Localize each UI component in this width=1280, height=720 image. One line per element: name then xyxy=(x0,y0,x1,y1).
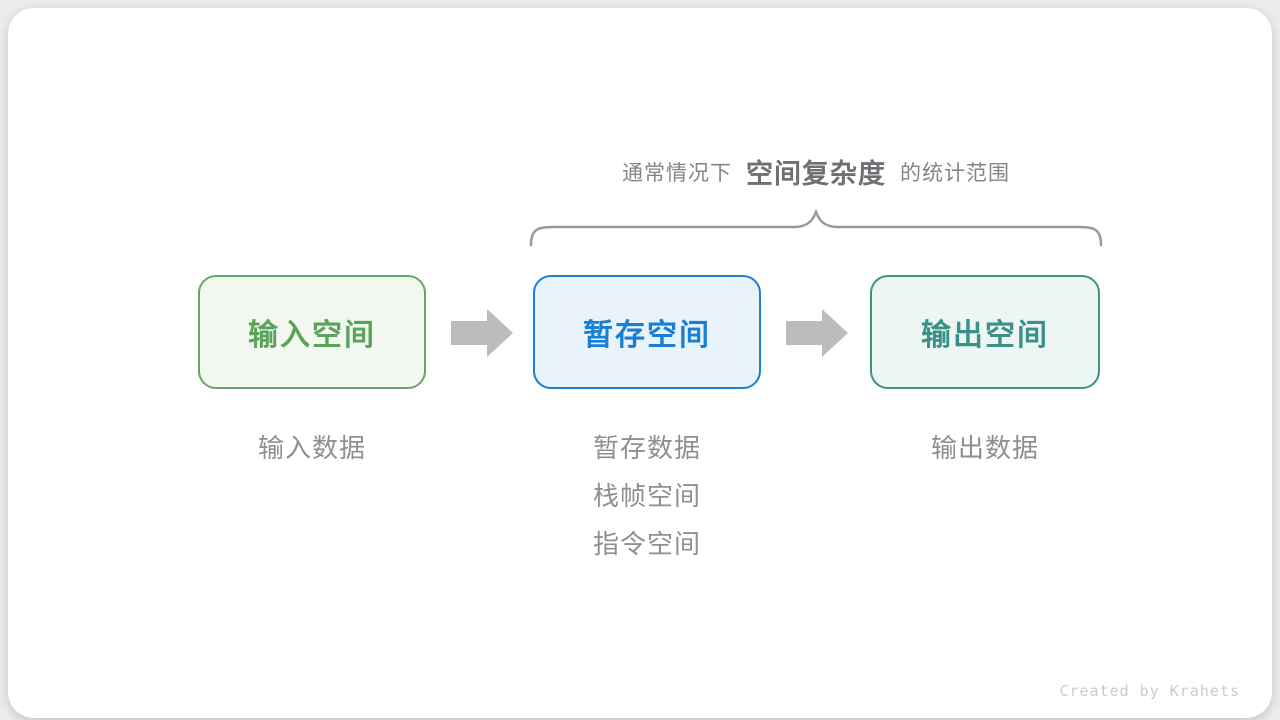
curly-brace-icon xyxy=(529,209,1103,247)
box-input-space: 输入空间 xyxy=(198,275,426,389)
caption-line: 指令空间 xyxy=(592,529,701,559)
credit-text: Created by Krahets xyxy=(1059,682,1240,700)
caption-output-data: 输出数据 xyxy=(870,424,1100,472)
box-temp-space-label: 暂存空间 xyxy=(583,319,711,352)
diagram-card: 通常情况下 空间复杂度 的统计范围 输入空间 暂存空间 输出空间 输入数据 xyxy=(8,8,1272,718)
caption-line: 输入数据 xyxy=(257,433,366,463)
scope-title-highlight: 空间复杂度 xyxy=(746,159,886,189)
scope-title: 通常情况下 空间复杂度 的统计范围 xyxy=(622,152,1010,191)
arrow-shaft xyxy=(451,321,488,345)
scope-title-suffix: 的统计范围 xyxy=(900,161,1010,185)
caption-line: 暂存数据 xyxy=(592,433,701,463)
arrow-right-icon xyxy=(451,309,513,357)
arrow-right-icon xyxy=(786,309,848,357)
box-input-space-label: 输入空间 xyxy=(248,319,376,352)
caption-line: 栈帧空间 xyxy=(592,481,701,511)
box-output-space-label: 输出空间 xyxy=(921,319,1049,352)
arrow-head xyxy=(487,309,513,357)
arrow-shaft xyxy=(786,321,823,345)
caption-temp-list: 暂存数据 栈帧空间 指令空间 xyxy=(533,424,761,568)
scope-title-prefix: 通常情况下 xyxy=(622,161,732,185)
arrow-head xyxy=(822,309,848,357)
caption-line: 输出数据 xyxy=(930,433,1039,463)
caption-input-data: 输入数据 xyxy=(198,424,426,472)
box-temp-space: 暂存空间 xyxy=(533,275,761,389)
box-output-space: 输出空间 xyxy=(870,275,1100,389)
